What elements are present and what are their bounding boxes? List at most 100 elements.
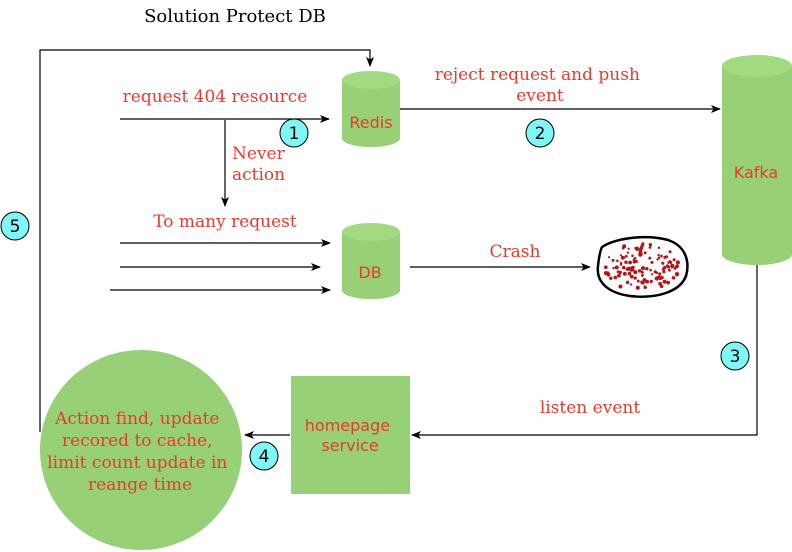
listen-event-label: listen event [540, 398, 641, 418]
crash-speckle [645, 267, 649, 271]
crash-speckle [635, 285, 640, 290]
svg-text:Action find, update reco: Action find, update recored to cache, li… [47, 409, 233, 495]
crash-speckle [619, 263, 623, 266]
crash-speckle [657, 253, 660, 257]
crash-speckle [611, 258, 615, 262]
crash-speckle [618, 270, 622, 275]
crash-speckle [633, 256, 637, 260]
crash-speckle [650, 260, 654, 264]
step-badge-2: 2 [525, 118, 555, 148]
crash-speckle [663, 265, 667, 270]
crash-speckle [639, 247, 643, 252]
crash-speckle [648, 243, 653, 247]
kafka-label: Kafka [734, 163, 778, 182]
homepage-service-node: homepage service [291, 376, 410, 494]
crash-speckle [625, 280, 630, 285]
crash-speckle [609, 276, 613, 281]
db-label: DB [358, 263, 381, 282]
crash-speckle [655, 271, 659, 274]
homepage-service-label-line2: service [321, 436, 378, 455]
crash-speckle [631, 254, 634, 258]
crash-speckle [632, 260, 636, 264]
crash-speckle [630, 267, 635, 272]
crash-speckle [622, 265, 626, 270]
crash-speckle [660, 275, 664, 280]
action-label-line1: Action find, update [54, 409, 219, 429]
step-badge-4: 4 [249, 441, 279, 471]
kafka-node: Kafka [722, 55, 792, 265]
crash-speckle [666, 280, 671, 285]
crash-speckle [657, 256, 661, 260]
crash-speckle [640, 266, 646, 271]
crash-speckle [670, 266, 674, 269]
action-label-line2: recored to cache, [62, 431, 212, 451]
redis-label: Redis [349, 113, 392, 132]
crash-speckle [672, 276, 676, 280]
to-many-request-label: To many request [153, 212, 297, 232]
crash-speckle [624, 260, 628, 265]
svg-text:5: 5 [10, 217, 21, 237]
step-badge-3: 3 [720, 341, 750, 371]
crash-speckle [648, 246, 652, 249]
crash-speckle [633, 270, 638, 275]
step-badge-5: 5 [0, 211, 30, 241]
crash-speckle [622, 244, 627, 249]
crash-speckle [624, 254, 628, 258]
crash-speckle [641, 242, 645, 246]
crash-speckle [649, 268, 652, 272]
action-node: Action find, update recored to cache, li… [40, 350, 242, 550]
crash-speckle [622, 271, 627, 276]
listen-event-arrow [411, 265, 758, 439]
crash-speckle [613, 275, 618, 280]
crash-speckle [607, 256, 611, 259]
crash-speckle [619, 261, 623, 265]
crash-speckle [622, 256, 626, 259]
reject-push-label-line2: event [516, 86, 564, 106]
svg-text:2: 2 [535, 124, 546, 144]
action-label-line3: limit count update in [47, 453, 227, 473]
crash-speckle [627, 271, 632, 276]
crash-speckle [640, 270, 644, 274]
crash-speckle [648, 256, 652, 260]
reject-push-label-line1: reject request and push [435, 65, 640, 85]
crash-speckle [674, 272, 680, 277]
crash-speckle [629, 283, 633, 286]
svg-text:reject request and push ev: reject request and push event [435, 65, 646, 106]
homepage-service-label-line1: homepage [305, 416, 390, 435]
crash-icon [596, 235, 689, 298]
crash-label: Crash [490, 242, 541, 262]
crash-speckle [656, 258, 659, 261]
crash-speckle [643, 251, 647, 255]
svg-text:homepage service: homepage service [305, 416, 395, 455]
crash-speckle [635, 246, 640, 251]
never-action-label-line1: Never [232, 144, 286, 164]
diagram-title: Solution Protect DB [144, 6, 326, 27]
crash-speckle [637, 269, 641, 272]
crash-speckle [658, 272, 662, 276]
crash-speckle [668, 259, 672, 263]
crash-speckle [657, 246, 661, 249]
crash-speckle [651, 273, 654, 276]
svg-text:1: 1 [289, 124, 300, 144]
crash-speckle [661, 261, 665, 265]
crash-speckle [649, 279, 653, 284]
svg-text:3: 3 [730, 347, 741, 367]
redis-node: Redis [342, 71, 400, 147]
crash-speckle [675, 264, 679, 269]
never-action-label-line2: action [232, 165, 285, 185]
crash-speckle [636, 279, 640, 283]
crash-speckle [660, 254, 663, 258]
crash-speckle [640, 280, 644, 284]
crash-speckle [616, 259, 619, 263]
crash-speckle [662, 270, 666, 274]
crash-speckle [672, 258, 676, 262]
crash-speckle [619, 254, 623, 257]
crash-speckle [654, 276, 659, 281]
crash-speckle [659, 284, 664, 289]
crash-speckle [618, 284, 623, 289]
feedback-loop-arrow [39, 49, 374, 432]
crash-speckle [640, 273, 644, 277]
crash-speckle [614, 265, 619, 270]
crash-speckle [625, 267, 630, 271]
